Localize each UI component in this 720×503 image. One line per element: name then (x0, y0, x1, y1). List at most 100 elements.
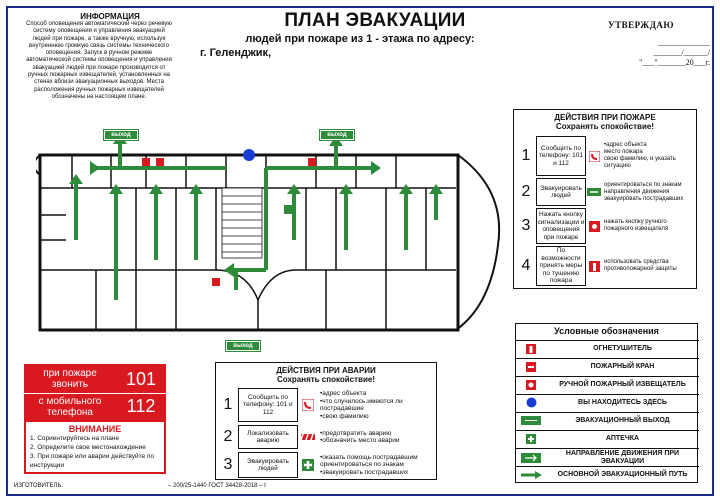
legend-item: НАПРАВЛЕНИЕ ДВИЖЕНИЯ ПРИ ЭВАКУАЦИИ (516, 448, 699, 466)
warning-title: ВНИМАНИЕ (68, 424, 122, 434)
first-aid-icon (298, 459, 318, 471)
fire-step-row: 1 Сообщить по телефону: 101 и 112 •адрес… (516, 136, 694, 176)
fire-actions-subtitle: Сохранять спокойствие! (556, 122, 654, 131)
accident-title: ДЕЙСТВИЯ ПРИ АВАРИИ (276, 366, 376, 375)
step-description: •адрес объекта место пожара свою фамилию… (604, 142, 676, 169)
step-description: •адрес объекта •что случилось,имеются ли… (320, 390, 403, 420)
direction-sign-icon (516, 452, 546, 463)
fire-step-row: 4 По возможности принять меры по тушению… (516, 246, 694, 286)
you-are-here-marker (243, 149, 255, 161)
first-aid-icon (516, 433, 546, 444)
extinguisher-icon (516, 343, 546, 354)
legend-item: АПТЕЧКА (516, 430, 699, 446)
approve-title: УТВЕРЖДАЮ (608, 20, 675, 30)
legend-item: ЭВАКУАЦИОННЫЙ ВЫХОД (516, 412, 699, 428)
step-description: нажать кнопку ручного пожарного извещате… (604, 219, 669, 232)
legend-label: ЭВАКУАЦИОННЫЙ ВЫХОД (575, 416, 670, 424)
legend-label: ПОЖАРНЫЙ КРАН (590, 362, 655, 370)
address: г. Геленджик, (200, 47, 272, 59)
exit-sign-label: выход (111, 132, 131, 138)
fire-phone-number: 101 (116, 368, 166, 390)
step-action: Эвакуировать людей (536, 178, 586, 206)
approve-lines: _____________ _______/______/ "___"_____… (590, 38, 710, 68)
approve-line-2: _______/______/ (653, 48, 710, 57)
plan-symbols (142, 149, 316, 286)
accident-step-row: 2 Локализовать аварию •предотвратить ава… (218, 425, 434, 449)
step-number: 1 (521, 147, 531, 164)
legend-item: ОГНЕТУШИТЕЛЬ (516, 340, 699, 356)
legend-label: ОСНОВНОЙ ЭВАКУАЦИОННЫЙ ПУТЬ (557, 470, 688, 478)
fire-step-row: 3 Нажать кнопку сигнализации и оповещени… (516, 208, 694, 244)
page-title: ПЛАН ЭВАКУАЦИИ (284, 10, 466, 31)
warning-item: 3. При пожаре или аварии действуйте по и… (30, 453, 155, 469)
fire-actions-title: ДЕЙСТВИЯ ПРИ ПОЖАРЕ (554, 113, 656, 122)
step-description: использовать средства противопожарной за… (604, 259, 677, 272)
accident-actions-panel: ДЕЙСТВИЯ ПРИ АВАРИИ Сохранять спокойстви… (215, 362, 437, 480)
legend-title: Условные обозначения (554, 326, 659, 336)
floor-plan (36, 134, 501, 332)
exit-sign-3: выход (225, 340, 261, 352)
step-number: 1 (223, 396, 233, 413)
legend-item: ВЫ НАХОДИТЕСЬ ЗДЕСЬ (516, 394, 699, 410)
approve-line-1: _____________ (658, 38, 710, 47)
legend-label: РУЧНОЙ ПОЖАРНЫЙ ИЗВЕЩАТЕЛЬ (559, 380, 686, 388)
exit-sign-label: выход (327, 132, 347, 138)
accident-step-row: 3 Эвакуировать людей •оказать помощь пос… (218, 452, 434, 478)
mobile-phone-row: с мобильного телефона 112 (24, 393, 166, 419)
page-subtitle: людей при пожаре из 1 - этажа по адресу: (245, 33, 475, 45)
step-description: •предотвратить аварию •обозначить место … (320, 429, 400, 445)
exit-sign-icon (586, 188, 602, 196)
step-number: 2 (521, 183, 531, 200)
staircase (221, 187, 263, 259)
warning-box: ВНИМАНИЕ 1. Сориентируйтесь на плане 2. … (24, 420, 166, 474)
legend-label: АПТЕЧКА (605, 434, 640, 442)
fire-step-row: 2 Эвакуировать людей ориентироваться по … (516, 178, 694, 206)
step-action: Сообщить по телефону: 101 и 112 (238, 388, 298, 422)
exit-sign-label: выход (233, 343, 253, 349)
mobile-phone-number: 112 (116, 396, 166, 417)
step-number: 2 (223, 428, 233, 445)
warning-item: 1. Сориентируйтесь на плане (30, 435, 120, 442)
step-action: Нажать кнопку сигнализации и оповещения … (536, 208, 586, 244)
step-number: 3 (223, 456, 233, 473)
evacuation-arrows (74, 142, 438, 300)
legend-label: ОГНЕТУШИТЕЛЬ (593, 344, 652, 352)
you-are-here-icon (516, 397, 546, 408)
alarm-button-icon (516, 379, 546, 390)
mobile-phone-label: с мобильного телефона (38, 395, 102, 418)
phone-icon (586, 150, 602, 162)
legend-label: НАПРАВЛЕНИЕ ДВИЖЕНИЯ ПРИ ЭВАКУАЦИИ (565, 450, 680, 465)
fire-phone-label: при пожаре звонить (43, 368, 97, 390)
step-action: Эвакуировать людей (238, 452, 298, 478)
accident-subtitle: Сохранять спокойствие! (277, 375, 375, 384)
fire-actions-panel: ДЕЙСТВИЯ ПРИ ПОЖАРЕ Сохранять спокойстви… (513, 109, 697, 289)
exit-sign-2: выход (319, 129, 355, 141)
extinguisher-icon (586, 260, 602, 272)
alarm-button-icon (586, 220, 602, 232)
legend-panel: Условные обозначения ОГНЕТУШИТЕЛЬ ПОЖАРН… (515, 323, 699, 483)
approve-line-3: "___"_______20___г. (639, 58, 710, 67)
green-arrow-icon (516, 470, 546, 479)
step-action: По возможности принять меры по тушению п… (536, 246, 586, 286)
standard-label: – 200/25-1440 ГОСТ 34428-2018 – I (168, 483, 266, 489)
manufacturer-label: ИЗГОТОВИТЕЛЬ. (14, 483, 64, 489)
fire-phone-box: при пожаре звонить 101 с мобильного теле… (24, 364, 166, 474)
step-action: Сообщить по телефону: 101 и 112 (536, 136, 586, 176)
exit-sign-icon (516, 416, 546, 425)
barrier-icon (298, 434, 318, 440)
info-text: Способ оповещения автоматический через р… (26, 21, 172, 100)
info-title: ИНФОРМАЦИЯ (80, 12, 140, 21)
step-action: Локализовать аварию (238, 425, 298, 449)
hydrant-icon (516, 361, 546, 372)
plan-frame (6, 6, 714, 496)
warning-item: 2. Определите свое местонахождение (30, 444, 146, 451)
step-number: 3 (521, 217, 531, 234)
fire-phone-row: при пожаре звонить 101 (24, 366, 166, 392)
legend-item: РУЧНОЙ ПОЖАРНЫЙ ИЗВЕЩАТЕЛЬ (516, 376, 699, 392)
step-description: ориентироваться по знакам направления дв… (604, 181, 684, 202)
legend-item: ПОЖАРНЫЙ КРАН (516, 358, 699, 374)
legend-label: ВЫ НАХОДИТЕСЬ ЗДЕСЬ (578, 398, 667, 406)
corridor-wall-left (40, 269, 259, 330)
phone-icon (298, 399, 318, 411)
step-number: 4 (521, 257, 531, 274)
